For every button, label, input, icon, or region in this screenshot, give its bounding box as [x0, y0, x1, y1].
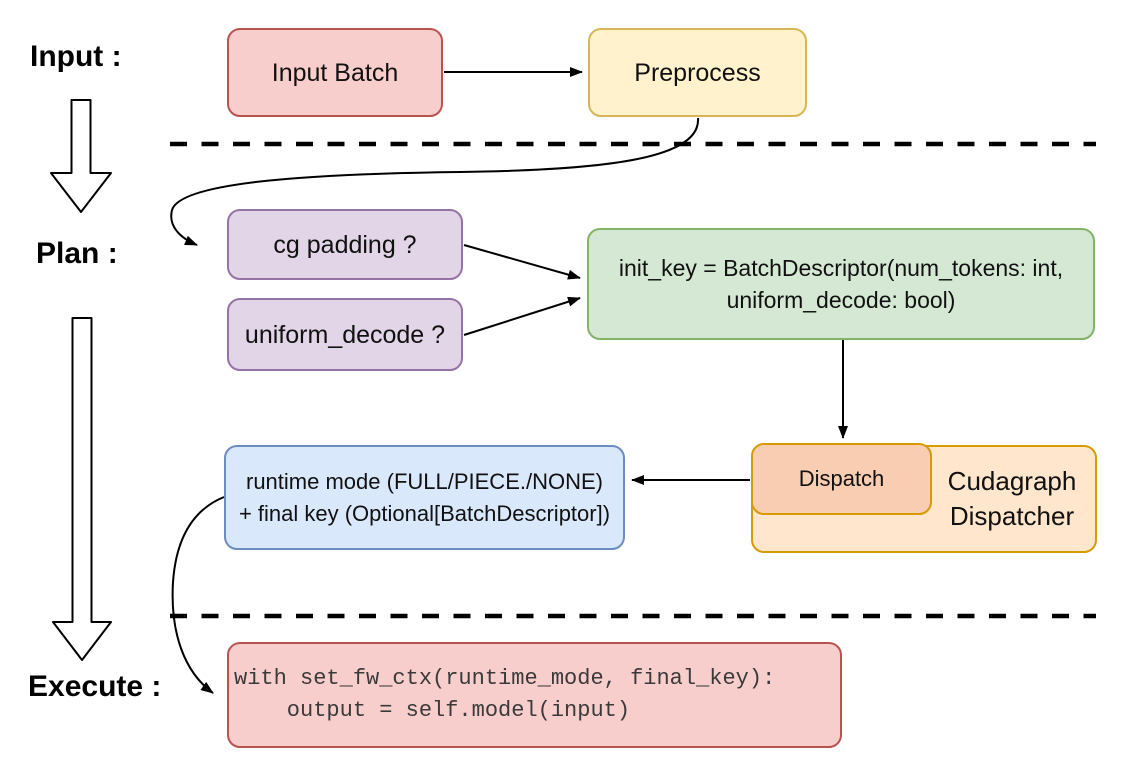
node-uniform-decode: uniform_decode ?: [227, 298, 463, 371]
node-cg-padding-label: cg padding ?: [273, 230, 417, 259]
arrow-runtime-mode-to-execute-code: [171, 496, 225, 694]
section-label-plan: Plan :: [36, 237, 118, 270]
cudagraph-dispatcher-line1: Cudagraph: [947, 466, 1077, 496]
hollow-down-arrow-plan-icon: [52, 317, 112, 661]
node-preprocess-label: Preprocess: [634, 58, 761, 87]
node-dispatch-label: Dispatch: [798, 466, 885, 491]
node-dispatch: Dispatch: [751, 443, 932, 515]
node-init-key: init_key = BatchDescriptor(num_tokens: i…: [587, 228, 1095, 340]
node-runtime-mode-final-key: runtime mode (FULL/PIECE./NONE) + final …: [224, 445, 625, 550]
section-label-input: Input :: [30, 40, 122, 73]
cudagraph-dispatcher-label: Cudagraph Dispatcher: [935, 447, 1089, 551]
node-init-key-line2: uniform_decode: bool): [726, 287, 956, 313]
arrow-cg-padding-to-init-key: [463, 244, 581, 280]
node-preprocess: Preprocess: [588, 28, 807, 117]
node-runtime-line1: runtime mode (FULL/PIECE./NONE): [246, 468, 603, 494]
execute-code-line1: with set_fw_ctx(runtime_mode, final_key)…: [234, 666, 776, 691]
node-input-batch-label: Input Batch: [271, 58, 399, 87]
hollow-down-arrow-input-icon: [50, 99, 112, 213]
arrow-preprocess-to-cg-padding: [170, 117, 700, 246]
arrow-uniform-decode-to-init-key: [463, 296, 581, 336]
execute-code-line2: output = self.model(input): [234, 698, 631, 723]
node-input-batch: Input Batch: [227, 28, 443, 117]
section-label-execute: Execute :: [28, 670, 162, 703]
node-init-key-line1: init_key = BatchDescriptor(num_tokens: i…: [618, 255, 1064, 281]
node-uniform-decode-label: uniform_decode ?: [244, 320, 446, 349]
cudagraph-dispatcher-line2: Dispatcher: [949, 501, 1075, 531]
node-cg-padding: cg padding ?: [227, 209, 463, 280]
node-runtime-line2: + final key (Optional[BatchDescriptor]): [238, 500, 611, 526]
node-execute-code: with set_fw_ctx(runtime_mode, final_key)…: [227, 642, 842, 748]
